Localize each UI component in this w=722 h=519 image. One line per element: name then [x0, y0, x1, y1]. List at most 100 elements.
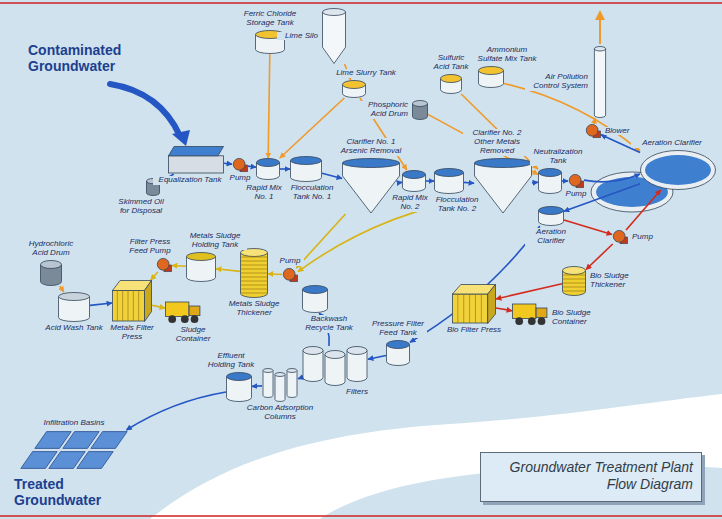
pipe-line	[496, 284, 562, 299]
equipment-node: Filters	[302, 346, 368, 386]
equipment-icon	[412, 100, 428, 120]
equipment-icon	[434, 168, 464, 194]
equipment-node: Neutralization Tank	[538, 168, 562, 194]
equipment-node: Aeration Clarifier	[538, 206, 564, 226]
equipment-icon	[640, 150, 716, 190]
equipment-label: Filters	[336, 388, 378, 397]
border-line	[0, 2, 722, 4]
pipe-line	[60, 286, 64, 292]
equipment-label: Clarifier No. 2 Other Metals Removed	[463, 129, 531, 156]
equipment-label: Aeration Clarifier	[631, 139, 713, 148]
pipe-line	[90, 303, 112, 305]
equipment-label: Pump	[631, 233, 659, 242]
equipment-label: Flocculation Tank No. 1	[283, 184, 341, 202]
pipe-line	[126, 392, 226, 430]
equipment-label: Ammonium Sulfate Mix Tank	[475, 46, 539, 64]
equipment-label: Sulfuric Acid Tank	[428, 54, 474, 72]
exhaust-line	[599, 18, 601, 44]
pipe-line	[496, 308, 512, 311]
stream-label: Contaminated Groundwater	[28, 42, 158, 74]
pipe-line	[268, 54, 270, 158]
equipment-icon	[168, 146, 224, 174]
equipment-node: Metals Sludge Holding Tank	[186, 252, 216, 282]
equipment-label: Ferric Chloride Storage Tank	[232, 10, 308, 28]
equipment-node: Sludge Container	[165, 300, 201, 324]
pipe-line	[224, 162, 232, 165]
equipment-node: Effluent Holding Tank	[226, 372, 252, 402]
equipment-node: Lime Slurry Tank	[342, 80, 366, 98]
equipment-label: Metals Sludge Thickener	[225, 300, 283, 318]
equipment-icon	[585, 124, 601, 138]
equipment-icon	[290, 156, 322, 182]
pipe-line	[584, 174, 640, 182]
equipment-icon	[186, 252, 216, 282]
equipment-icon	[402, 170, 426, 192]
pipe-line	[368, 355, 386, 359]
equipment-icon	[165, 300, 201, 324]
equipment-label: Pump	[276, 257, 304, 266]
equipment-icon	[386, 340, 410, 366]
inflow-arrow	[110, 84, 180, 136]
equipment-node: Metals Filter Press	[112, 280, 152, 322]
inflow-arrowhead	[172, 130, 190, 146]
pipe-line	[410, 226, 540, 342]
exhaust-arrowhead	[595, 10, 605, 20]
equipment-icon	[302, 346, 368, 386]
pipe-line	[268, 273, 282, 275]
equipment-icon	[538, 168, 562, 194]
equipment-node: Flocculation Tank No. 1	[290, 156, 322, 182]
equipment-node: Bio Sludge Thickener	[562, 266, 586, 296]
pipe-line	[151, 272, 158, 280]
equipment-icon	[112, 280, 152, 322]
equipment-label: Blower	[604, 127, 646, 136]
river	[150, 394, 722, 519]
equipment-icon	[40, 260, 62, 286]
equipment-node: Hydrochloric Acid Drum	[40, 260, 62, 286]
border-line	[0, 515, 722, 517]
equipment-label: Flocculation Tank No. 2	[428, 196, 486, 214]
equipment-node: Bio Sludge Container	[512, 302, 548, 326]
equipment-label: Bio Filter Press	[443, 326, 505, 335]
pipe-line	[562, 180, 568, 182]
equipment-node: Backwash Recycle Tank	[302, 285, 328, 313]
pipe-line	[593, 118, 595, 124]
equipment-node: Carbon Adsorption Columns	[262, 368, 298, 402]
equipment-icon	[440, 74, 462, 94]
pipe-line	[400, 182, 402, 184]
equipment-icon	[18, 430, 130, 470]
equipment-label: Aeration Clarifier	[525, 228, 577, 246]
equipment-label: Metals Sludge Holding Tank	[183, 232, 247, 250]
pipe-line	[252, 385, 262, 387]
equipment-label: Pump	[562, 190, 590, 199]
equipment-label: Phosphoric Acid Drum	[359, 101, 409, 119]
equipment-icon	[342, 80, 366, 98]
equipment-label: Acid Wash Tank	[43, 324, 105, 333]
pipe-line	[426, 180, 434, 182]
equipment-label: Lime Silo	[277, 32, 319, 41]
title-box: Groundwater Treatment Plant Flow Diagram	[480, 452, 702, 502]
pipe-line	[461, 94, 538, 169]
equipment-node: Lime Silo	[322, 8, 346, 64]
pipe-line	[532, 181, 538, 183]
equipment-node: Sulfuric Acid Tank	[440, 74, 462, 94]
pipe-line	[428, 114, 538, 174]
equipment-node: Blower	[585, 124, 601, 138]
equipment-icon	[256, 158, 280, 180]
equipment-icon	[156, 258, 172, 272]
equipment-label: Backwash Recycle Tank	[302, 315, 356, 333]
equipment-label: Rapid Mix No. 1	[244, 184, 284, 202]
equipment-icon	[612, 230, 628, 244]
equipment-node: Pump	[568, 174, 584, 188]
equipment-icon	[592, 46, 608, 118]
equipment-icon	[226, 372, 252, 402]
equipment-icon	[538, 206, 564, 226]
equipment-node: Infiltration Basins	[18, 430, 130, 470]
equipment-label: Infiltration Basins	[28, 419, 120, 428]
equipment-icon	[240, 248, 268, 298]
equipment-label: Carbon Adsorption Columns	[239, 404, 321, 422]
equipment-node: Equalization Tank	[168, 146, 224, 174]
stream-label: Treated Groundwater	[14, 476, 124, 508]
pipe-line	[298, 377, 302, 378]
equipment-icon	[568, 174, 584, 188]
equipment-label: Equalization Tank	[153, 176, 227, 185]
